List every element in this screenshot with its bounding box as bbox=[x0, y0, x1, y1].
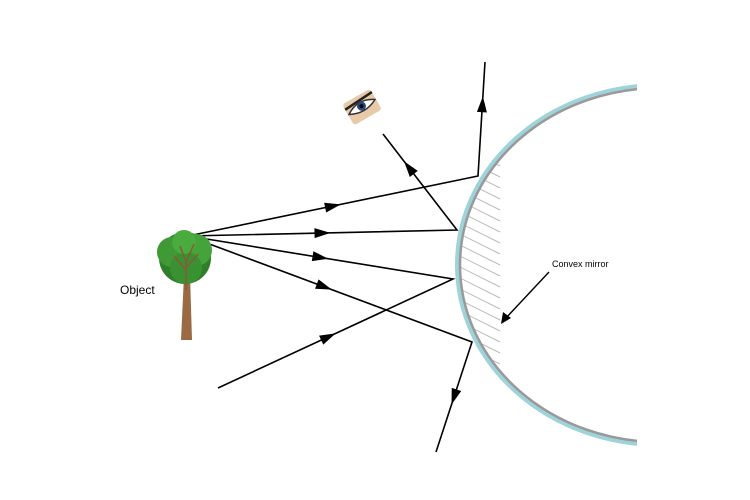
arrowhead bbox=[324, 202, 341, 213]
hatch-line bbox=[459, 212, 501, 244]
hatch-line bbox=[459, 377, 501, 409]
ray-2 bbox=[187, 133, 459, 237]
mirror-pointer-arrowhead bbox=[501, 312, 511, 324]
hatch-line bbox=[440, 466, 500, 496]
hatch-line bbox=[459, 102, 501, 134]
arrowhead bbox=[476, 96, 487, 113]
ray-4 bbox=[187, 235, 473, 453]
hatch-line bbox=[440, 444, 500, 474]
hatch-line bbox=[440, 455, 500, 485]
hatch-line bbox=[459, 256, 501, 288]
hatch-line bbox=[459, 289, 501, 321]
arrowhead bbox=[315, 279, 332, 290]
hatch-line bbox=[459, 245, 501, 277]
hatch-line bbox=[459, 366, 501, 398]
arrowhead bbox=[319, 333, 336, 345]
arrowhead bbox=[404, 161, 418, 177]
hatch-line bbox=[459, 300, 501, 332]
hatch-line bbox=[459, 278, 501, 310]
object-label: Object bbox=[120, 283, 155, 297]
hatch-line bbox=[459, 234, 501, 266]
hatch-line bbox=[459, 91, 501, 123]
arrowhead bbox=[451, 387, 462, 405]
mirror-label: Convex mirror bbox=[552, 259, 609, 269]
hatch-line bbox=[459, 267, 501, 299]
hatch-line bbox=[459, 421, 501, 443]
hatch-line bbox=[459, 201, 501, 233]
hatch-line bbox=[459, 223, 501, 255]
ray-1 bbox=[187, 61, 486, 237]
hatch-line bbox=[459, 432, 501, 443]
ray-3 bbox=[187, 235, 456, 389]
light-rays bbox=[187, 61, 486, 453]
mirror-hatching bbox=[440, 87, 501, 496]
hatch-line bbox=[459, 399, 501, 431]
tree-icon bbox=[157, 230, 212, 340]
arrowhead bbox=[314, 228, 331, 239]
hatch-line bbox=[459, 113, 501, 145]
mirror-pointer-line bbox=[504, 271, 550, 320]
hatch-line bbox=[459, 87, 501, 101]
hatch-line bbox=[459, 87, 501, 112]
convex-mirror bbox=[455, 84, 637, 446]
hatch-line bbox=[459, 135, 501, 167]
arrowhead bbox=[311, 251, 329, 262]
eye-icon bbox=[343, 89, 381, 125]
hatch-line bbox=[459, 410, 501, 442]
ray-arrows bbox=[311, 96, 487, 405]
hatch-line bbox=[459, 124, 501, 156]
